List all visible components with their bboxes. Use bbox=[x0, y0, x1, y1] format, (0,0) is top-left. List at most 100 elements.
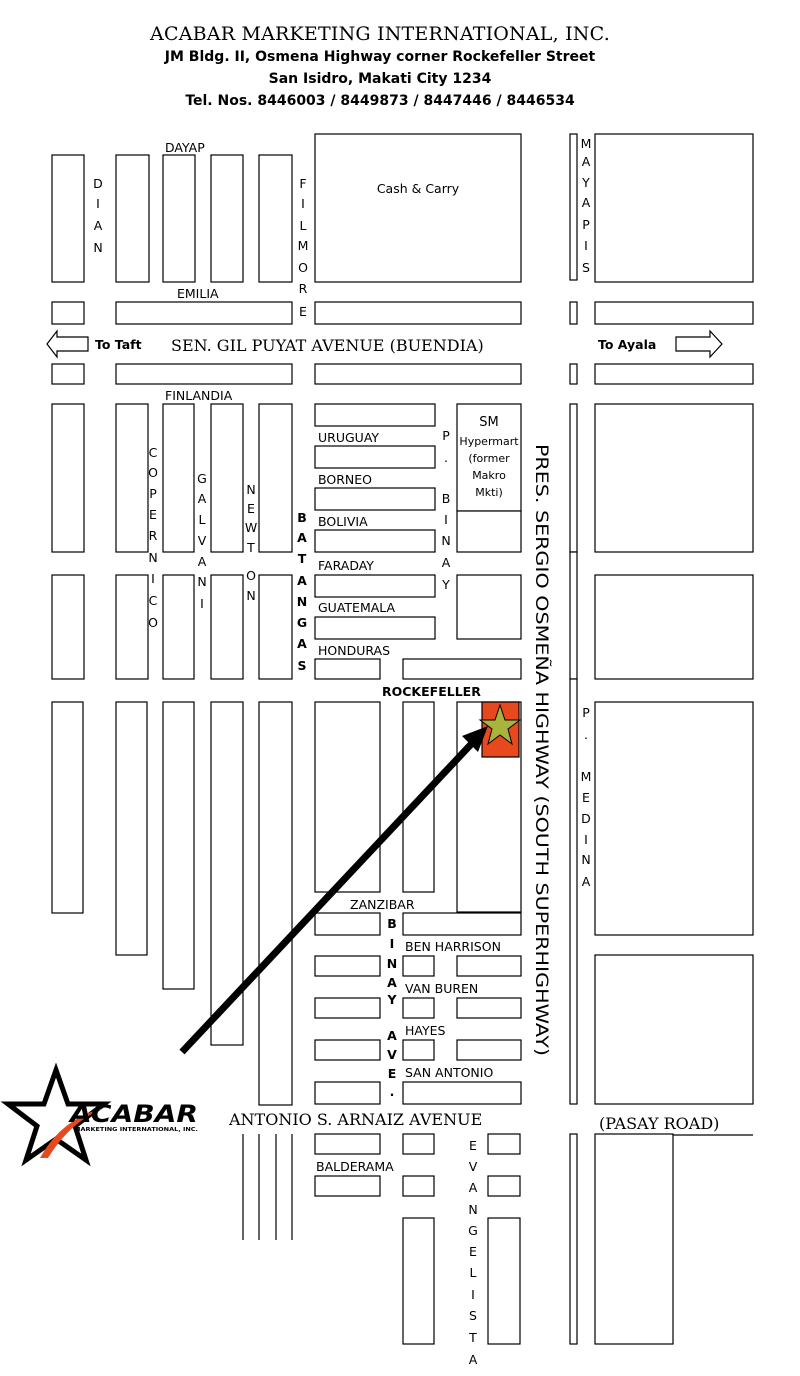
middle-blocks bbox=[51, 363, 754, 680]
svg-text:M: M bbox=[298, 238, 309, 253]
svg-text:R: R bbox=[299, 281, 308, 296]
top-blocks bbox=[51, 133, 754, 325]
svg-text:F: F bbox=[299, 176, 306, 191]
svg-text:M: M bbox=[581, 136, 592, 151]
svg-text:R: R bbox=[149, 528, 158, 543]
street-balderama: BALDERAMA bbox=[316, 1159, 394, 1174]
svg-text:G: G bbox=[197, 471, 207, 486]
svg-text:I: I bbox=[584, 238, 588, 253]
svg-text:G: G bbox=[468, 1223, 478, 1238]
svg-text:I: I bbox=[444, 512, 448, 527]
street-ben-harrison: BEN HARRISON bbox=[405, 939, 501, 954]
svg-text:P: P bbox=[149, 486, 157, 501]
company-phones: Tel. Nos. 8446003 / 8449873 / 8447446 / … bbox=[185, 93, 575, 109]
svg-text:E: E bbox=[582, 790, 590, 805]
svg-text:O: O bbox=[246, 568, 256, 583]
street-faraday: FARADAY bbox=[318, 558, 374, 573]
svg-text:A: A bbox=[442, 555, 451, 570]
svg-text:SM: SM bbox=[479, 415, 498, 430]
lower-blocks bbox=[51, 678, 754, 1106]
label-to-ayala: To Ayala bbox=[598, 337, 656, 352]
svg-text:E: E bbox=[247, 501, 255, 516]
svg-text:V: V bbox=[469, 1159, 478, 1174]
svg-text:A: A bbox=[582, 874, 591, 889]
svg-text:A: A bbox=[387, 975, 397, 990]
street-van-buren: VAN BUREN bbox=[405, 981, 478, 996]
svg-text:M: M bbox=[581, 769, 592, 784]
svg-text:Hypermart: Hypermart bbox=[459, 435, 519, 448]
svg-text:N: N bbox=[581, 852, 590, 867]
svg-text:N: N bbox=[441, 533, 450, 548]
svg-text:O: O bbox=[148, 615, 158, 630]
svg-text:I: I bbox=[390, 936, 395, 951]
svg-text:L: L bbox=[199, 512, 206, 527]
street-emilia: EMILIA bbox=[177, 286, 219, 301]
svg-text:I: I bbox=[200, 596, 204, 611]
pointer-arrow-icon bbox=[179, 736, 479, 1055]
svg-text:Y: Y bbox=[581, 175, 590, 190]
svg-text:L: L bbox=[470, 1265, 477, 1280]
company-address-line1: JM Bldg. II, Osmena Highway corner Rocke… bbox=[164, 49, 596, 65]
svg-text:T: T bbox=[298, 551, 307, 566]
label-to-taft: To Taft bbox=[95, 337, 142, 352]
svg-text:O: O bbox=[148, 465, 158, 480]
star-marker-icon bbox=[478, 703, 522, 746]
svg-text:A: A bbox=[387, 1028, 397, 1043]
svg-text:B: B bbox=[442, 491, 451, 506]
street-osmena-highway: PRES. SERGIO OSMEÑA HIGHWAY (SOUTH SUPER… bbox=[531, 444, 553, 1056]
street-bolivia: BOLIVIA bbox=[318, 514, 368, 529]
street-guatemala: GUATEMALA bbox=[318, 600, 396, 615]
svg-text:A: A bbox=[297, 530, 307, 545]
svg-text:N: N bbox=[246, 482, 255, 497]
svg-text:G: G bbox=[297, 615, 307, 630]
svg-text:.: . bbox=[584, 727, 588, 742]
svg-text:P: P bbox=[582, 705, 590, 720]
svg-text:B: B bbox=[387, 916, 397, 931]
svg-text:C: C bbox=[149, 445, 158, 460]
arrow-to-ayala-icon bbox=[675, 329, 723, 359]
street-san-antonio: SAN ANTONIO bbox=[405, 1065, 493, 1080]
svg-text:A: A bbox=[94, 218, 103, 233]
svg-text:O: O bbox=[298, 260, 308, 275]
svg-text:E: E bbox=[469, 1138, 477, 1153]
svg-text:I: I bbox=[584, 832, 588, 847]
svg-text:D: D bbox=[93, 176, 103, 191]
logo-swoosh-icon bbox=[40, 1108, 104, 1158]
svg-text:Y: Y bbox=[441, 577, 450, 592]
pointer-arrow-head-icon bbox=[462, 726, 488, 752]
svg-text:(former: (former bbox=[468, 452, 510, 465]
svg-text:S: S bbox=[297, 658, 306, 673]
svg-text:V: V bbox=[387, 1047, 397, 1062]
svg-text:V: V bbox=[198, 533, 207, 548]
svg-text:I: I bbox=[96, 196, 100, 211]
svg-text:A: A bbox=[582, 195, 591, 210]
svg-text:N: N bbox=[297, 594, 307, 609]
landmark-cash-carry: Cash & Carry bbox=[377, 181, 460, 196]
svg-text:N: N bbox=[468, 1202, 477, 1217]
svg-text:A: A bbox=[469, 1352, 478, 1367]
svg-text:I: I bbox=[151, 571, 155, 586]
svg-text:Y: Y bbox=[386, 992, 397, 1007]
logo-wordmark: ACABAR bbox=[68, 1100, 198, 1128]
svg-text:E: E bbox=[299, 304, 307, 319]
bottom-blocks bbox=[242, 1133, 674, 1345]
street-p-binay: P.BI NAY bbox=[441, 428, 451, 592]
svg-text:L: L bbox=[300, 218, 307, 233]
svg-text:E: E bbox=[149, 507, 157, 522]
street-pasay-road: (PASAY ROAD) bbox=[599, 1114, 719, 1133]
street-arnaiz-avenue: ANTONIO S. ARNAIZ AVENUE bbox=[228, 1110, 482, 1129]
svg-text:A: A bbox=[198, 554, 207, 569]
svg-text:W: W bbox=[245, 520, 257, 535]
svg-text:A: A bbox=[582, 154, 591, 169]
svg-text:S: S bbox=[469, 1308, 477, 1323]
svg-text:I: I bbox=[301, 196, 305, 211]
svg-text:.: . bbox=[390, 1084, 395, 1099]
